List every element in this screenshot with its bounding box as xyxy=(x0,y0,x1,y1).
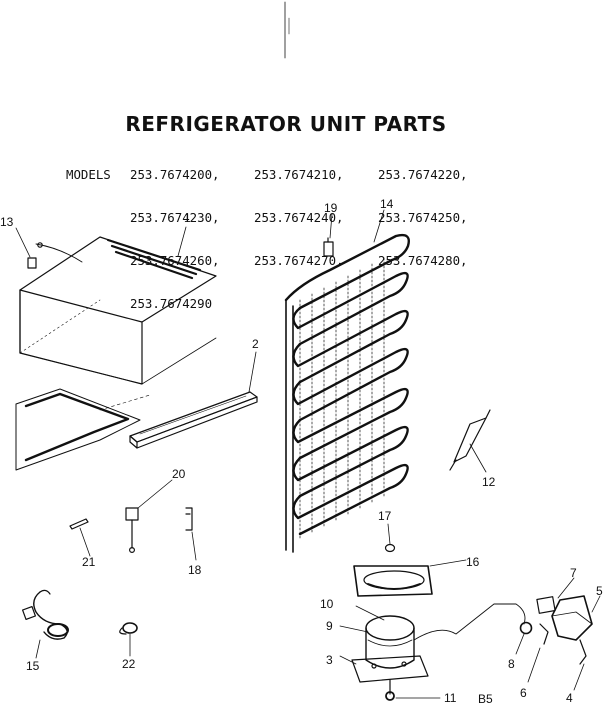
callout-14: 14 xyxy=(380,197,394,211)
leader-line xyxy=(469,443,487,473)
callout-20: 20 xyxy=(172,467,186,481)
callout-17: 17 xyxy=(378,509,392,523)
model-row: MODELS 253.7674200, 253.7674210, 253.767422… xyxy=(66,166,502,182)
callout-6: 6 xyxy=(520,686,527,700)
leader-line xyxy=(15,227,31,258)
models-label: MODELS xyxy=(66,166,111,182)
filter-drier xyxy=(449,409,491,471)
compressor xyxy=(351,603,526,701)
leader-line xyxy=(373,209,385,243)
model-row: 253.7674230, 253.7674240, 253.7674250, xyxy=(66,210,502,226)
drain-pan xyxy=(353,565,433,597)
relay-assembly xyxy=(519,595,593,665)
liner-panel xyxy=(15,236,217,471)
diagram-title: REFRIGERATOR UNIT PARTS xyxy=(0,112,608,136)
callout-9: 9 xyxy=(326,619,333,633)
leader-line xyxy=(387,523,391,545)
model-list: MODELS 253.7674200, 253.7674210, 253.767422… xyxy=(66,139,502,326)
callout-21: 21 xyxy=(82,555,96,569)
leader-line xyxy=(79,527,91,557)
small-grommet xyxy=(384,543,396,553)
leader-line xyxy=(557,577,575,599)
model-number: 253.7674250, xyxy=(378,210,468,226)
power-cord xyxy=(21,589,69,640)
leader-line xyxy=(339,625,369,633)
callout-4: 4 xyxy=(566,691,573,705)
leader-line xyxy=(248,351,257,393)
callout-3: 3 xyxy=(326,653,333,667)
diagram-title-text: REFRIGERATOR UNIT PARTS xyxy=(125,112,447,136)
callout-8: 8 xyxy=(508,657,515,671)
leader-line xyxy=(573,663,585,691)
model-number: 253.7674200, xyxy=(130,166,220,182)
bracket xyxy=(185,507,193,531)
breaker-strip xyxy=(129,391,258,449)
leader-line xyxy=(329,213,333,239)
callout-13: 13 xyxy=(0,215,14,229)
callout-15: 15 xyxy=(26,659,40,673)
callout-18: 18 xyxy=(188,563,202,577)
leader-line xyxy=(35,639,41,659)
leader-line xyxy=(191,531,197,561)
callout-2: 2 xyxy=(252,337,259,351)
callout-12: 12 xyxy=(482,475,496,489)
callout-22: 22 xyxy=(122,657,136,671)
leader-line xyxy=(591,595,601,613)
callout-5: 5 xyxy=(596,584,603,598)
callout-11: 11 xyxy=(444,691,457,705)
model-number: 253.7674240, xyxy=(254,210,344,226)
callout-19: 19 xyxy=(324,201,338,215)
evaporator-coil xyxy=(284,233,410,553)
callout-10: 10 xyxy=(320,597,334,611)
coil-clip xyxy=(323,237,334,257)
callout-16: 16 xyxy=(466,555,480,569)
model-number: 253.7674210, xyxy=(254,166,344,182)
callout-7: 7 xyxy=(570,566,577,580)
sensor-bulb xyxy=(27,242,83,269)
grommet xyxy=(119,622,138,635)
leader-line xyxy=(177,226,187,257)
thermostat-plug xyxy=(125,507,139,553)
model-number: 253.7674270, xyxy=(254,253,344,269)
leader-line xyxy=(429,559,467,567)
leader-line xyxy=(339,655,357,665)
leader-line xyxy=(515,633,525,655)
model-number: 253.7674230, xyxy=(130,210,220,226)
leader-line xyxy=(355,605,385,621)
leader-line xyxy=(527,647,541,683)
page-code: B5 xyxy=(478,692,493,706)
callout-1: 1 xyxy=(184,211,191,225)
model-number: 253.7674220, xyxy=(378,166,468,182)
leader-line xyxy=(137,479,173,509)
foam-strip xyxy=(69,518,89,530)
